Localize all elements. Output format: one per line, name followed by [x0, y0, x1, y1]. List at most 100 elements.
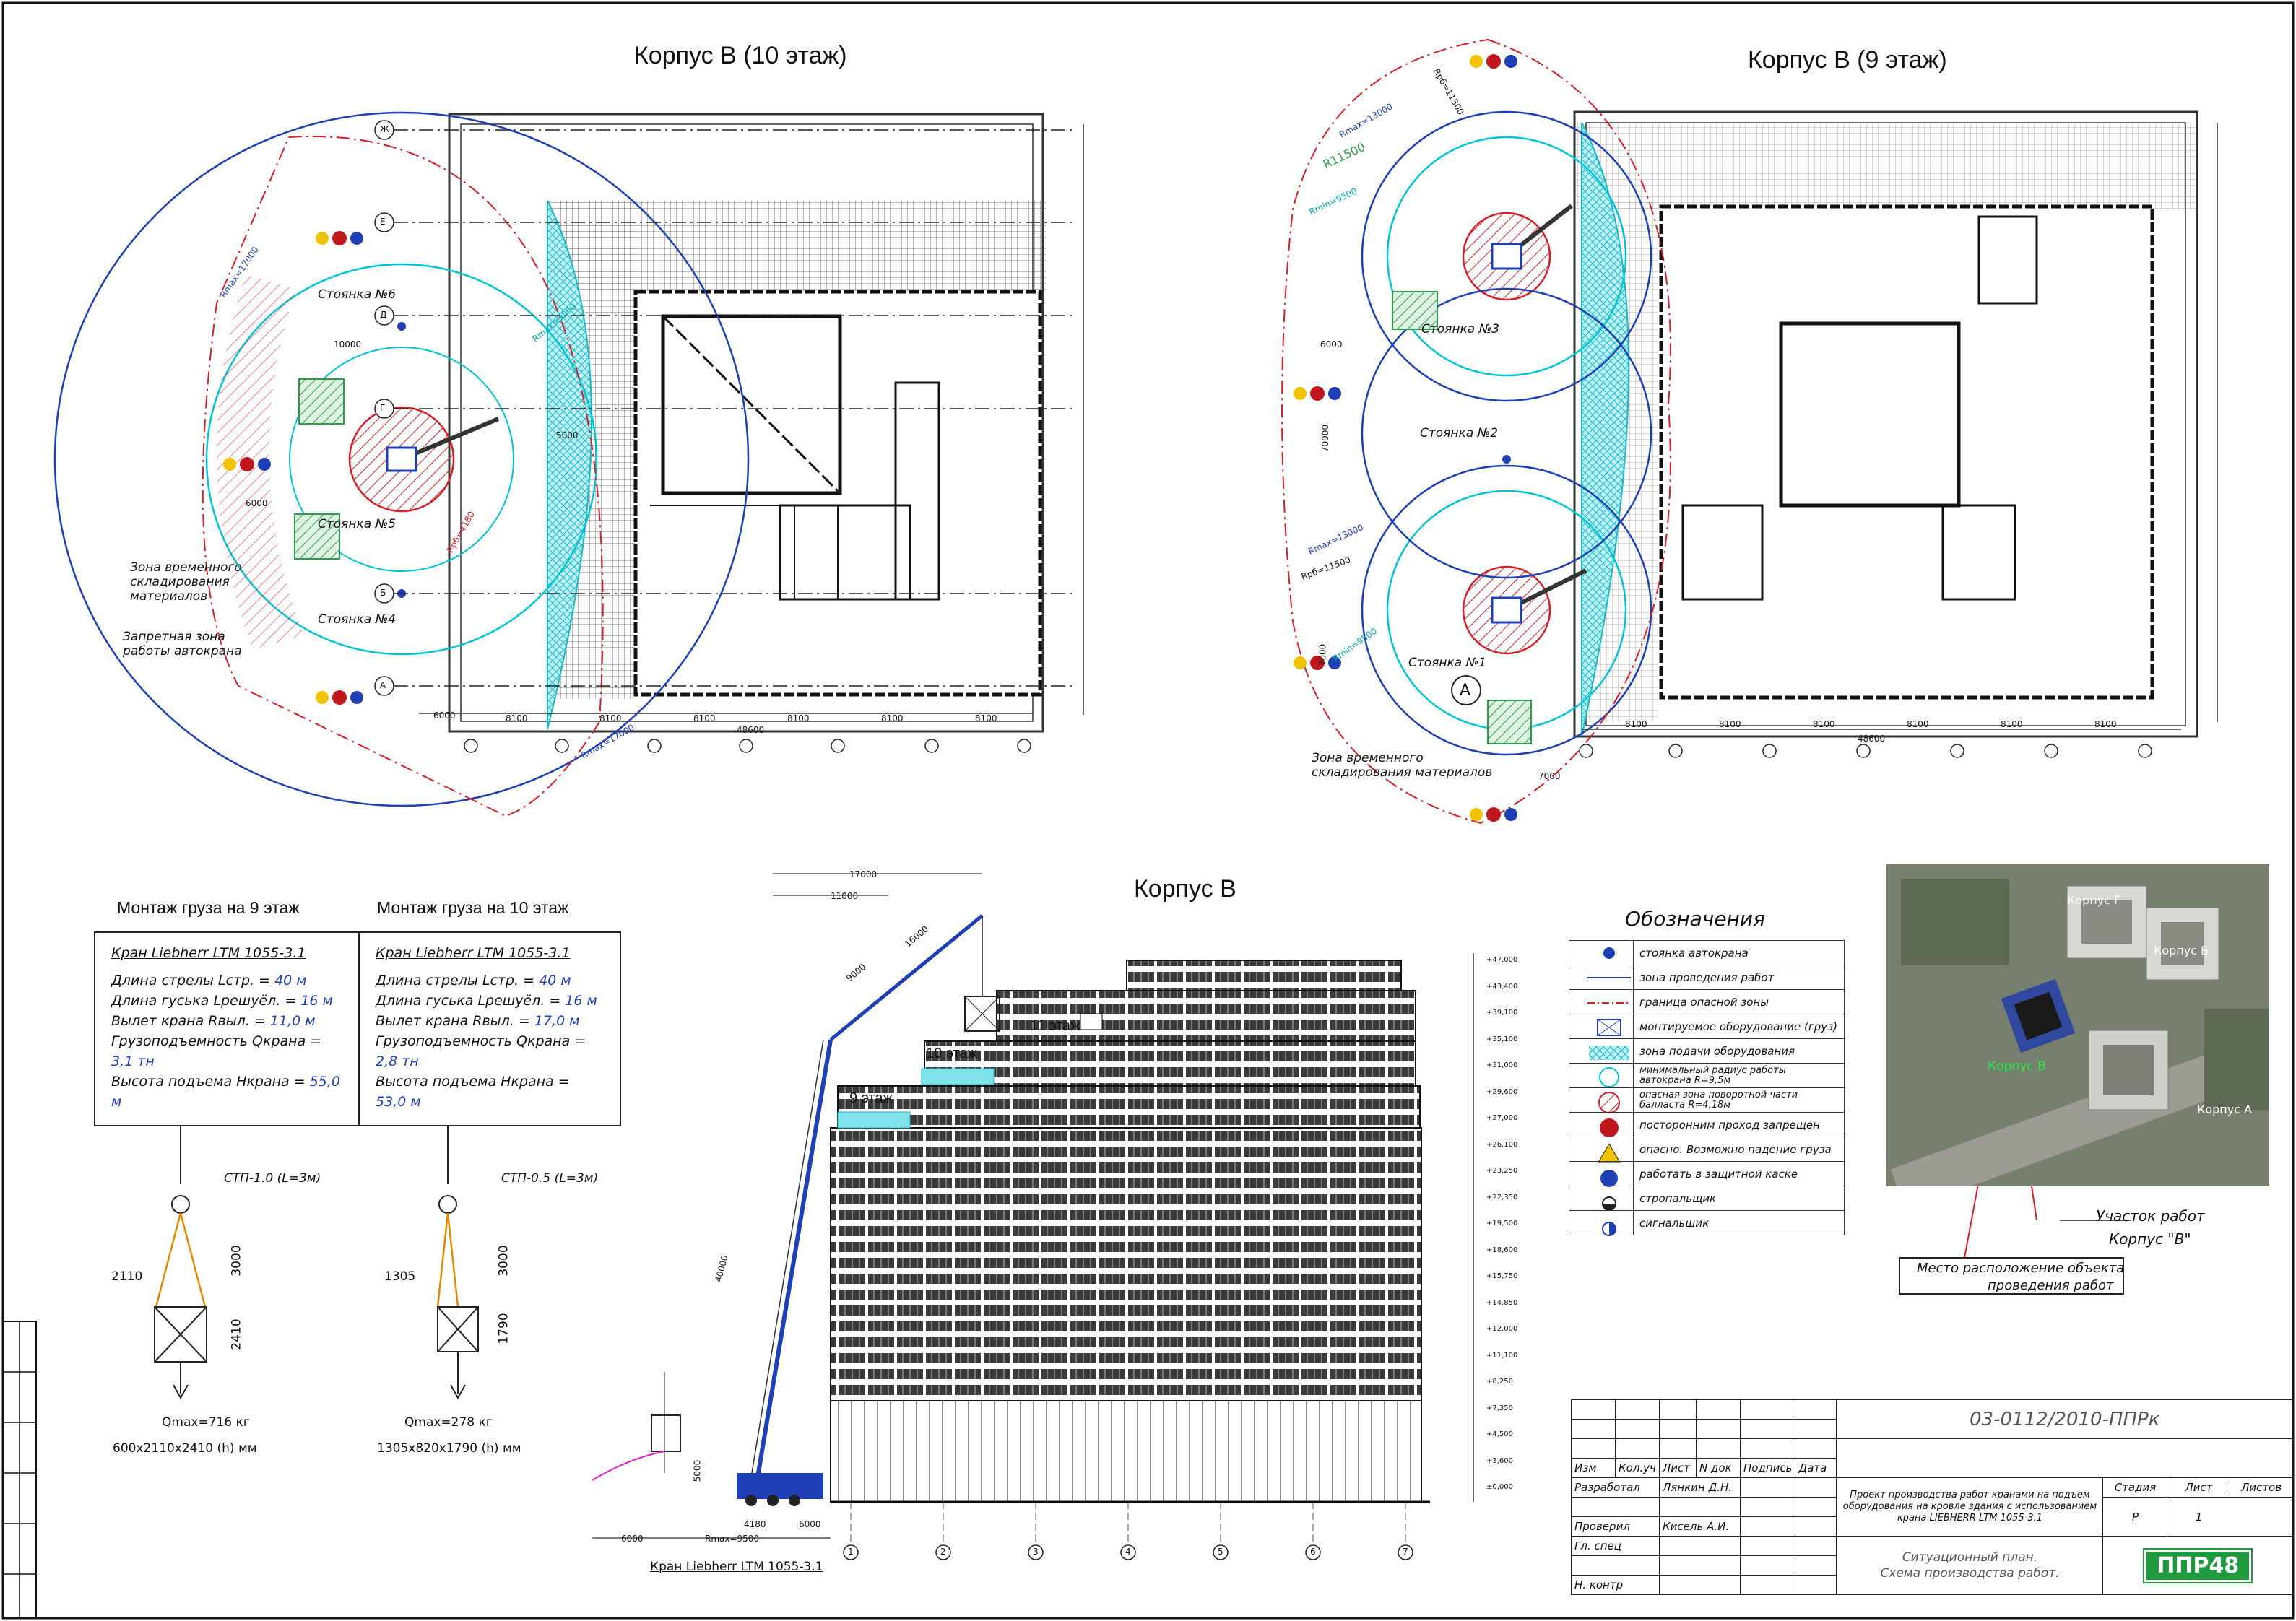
level-mark: +27,000: [1486, 1114, 1518, 1122]
load-dimension: 1790: [496, 1313, 511, 1344]
dimension: 8100: [599, 713, 622, 723]
photo-label: Корпус А: [2197, 1103, 2253, 1116]
dimension: 8100: [693, 713, 716, 723]
load-dimension: 2410: [229, 1318, 244, 1350]
spec-2-row-value: 16 м: [565, 993, 597, 1009]
legend-text: опасно. Возможно падение груза: [1633, 1137, 1845, 1162]
level-mark: +18,600: [1486, 1246, 1518, 1254]
legend-text: зона проведения работ: [1633, 965, 1845, 990]
aerial-photo-drawing: [1886, 864, 2269, 1186]
axis-number: 2: [940, 1547, 946, 1557]
cargo-box-icon: [1569, 1014, 1634, 1039]
sheet-title-line: Ситуационный план.: [1902, 1550, 2038, 1565]
sheet-value: 1: [2195, 1510, 2203, 1524]
dimension: 70000: [1320, 424, 1331, 453]
spec-1-row-label: Длина гуська Lрешуёл. =: [111, 993, 301, 1009]
axis-label: Б: [380, 588, 386, 598]
spec-1-title: Монтаж груза на 9 этаж: [117, 898, 300, 917]
crane-stop-icon: [1569, 940, 1634, 965]
level-mark: +19,500: [1486, 1220, 1518, 1227]
load-size-label: 600x2110x2410 (h) мм: [113, 1441, 257, 1456]
col-header: Лист: [1659, 1458, 1697, 1478]
dimension: 8100: [2094, 719, 2117, 729]
load-size-label: 1305x820x1790 (h) мм: [377, 1441, 521, 1456]
floor-label: 11 этаж: [1030, 1018, 1080, 1034]
col-header: Дата: [1795, 1458, 1837, 1478]
level-mark: +22,350: [1486, 1193, 1518, 1201]
dimension: 8100: [1719, 719, 1741, 729]
dimension: 8100: [506, 713, 528, 723]
plan-right: [1281, 38, 2218, 825]
legend-text: опасная зона поворотной части балласта R…: [1633, 1087, 1845, 1113]
spec-1-row-value: 11,0 м: [269, 1013, 316, 1029]
spec-1-row-label: Грузоподъемность Qкрана =: [111, 1033, 322, 1049]
location-label-2: проведения работ: [1988, 1278, 2114, 1293]
dimension: 48600: [737, 725, 765, 735]
stop-label: Стоянка №5: [318, 517, 397, 531]
col-header: Кол.уч: [1615, 1458, 1660, 1478]
dimension: 8100: [1907, 719, 1929, 729]
spec-1-row-value: 55,0 м: [111, 1074, 341, 1110]
elevation-dimension: 4180: [744, 1519, 766, 1529]
dimension: 8100: [1625, 719, 1647, 729]
project-description: Проект производства работ кранами на под…: [1836, 1477, 2104, 1537]
person-name: Лянкин Д.Н.: [1659, 1477, 1741, 1498]
role-label: Разработал: [1571, 1477, 1660, 1498]
signaller-icon: [1569, 1210, 1634, 1235]
spec-2-row-label: Грузоподъемность Qкрана =: [376, 1033, 586, 1049]
level-marks: +47,000 +43,400 +39,100 +35,100 +31,000 …: [1486, 947, 1544, 1501]
axis-number: 7: [1403, 1547, 1408, 1557]
spec-1-crane: Кран Liebherr LTM 1055-3.1: [111, 945, 306, 961]
dimension: 7000: [1538, 771, 1561, 781]
dimension: 5000: [556, 430, 579, 440]
sheets-header: Листов: [2241, 1481, 2282, 1494]
sling-label: СТП-1.0 (L=3м): [224, 1171, 321, 1186]
dimension: 8100: [881, 713, 904, 723]
plan-right-title: Корпус В (9 этаж): [1748, 46, 1947, 74]
level-mark: +15,750: [1486, 1272, 1518, 1280]
legend-text: минимальный радиус работы автокрана R=9,…: [1633, 1063, 1845, 1088]
elevation-title: Корпус В: [1134, 875, 1236, 903]
level-mark: +35,100: [1486, 1035, 1518, 1043]
stop-label: Стоянка №1: [1408, 656, 1487, 670]
spec-2-row-label: Вылет крана Rвыл. =: [376, 1013, 534, 1029]
slinger-icon: [1569, 1186, 1634, 1211]
dimension: 10000: [334, 339, 362, 349]
helmet-icon: [1569, 1161, 1634, 1186]
sheet-title-line: Схема производства работ.: [1880, 1566, 2060, 1581]
level-mark: +31,000: [1486, 1061, 1518, 1069]
legend-text: работать в защитной каске: [1633, 1161, 1845, 1186]
role-label: Проверил: [1571, 1516, 1660, 1537]
axis-mark: А: [1460, 682, 1471, 700]
ballast-zone-icon: [1569, 1087, 1634, 1113]
spec-2-row-value: 53,0 м: [376, 1094, 421, 1110]
site-photo: Корпус Г Корпус Б Корпус А Корпус В: [1886, 864, 2269, 1186]
level-mark: +11,100: [1486, 1351, 1518, 1360]
level-mark: +43,400: [1486, 982, 1518, 991]
danger-border-line-icon: [1569, 989, 1634, 1014]
warning-icon: [1569, 1137, 1634, 1162]
level-mark: +12,000: [1486, 1325, 1518, 1333]
floor-label: 9 этаж: [849, 1090, 893, 1106]
level-mark: +29,600: [1486, 1087, 1518, 1096]
min-radius-icon: [1569, 1063, 1634, 1088]
legend-text: стропальщик: [1633, 1186, 1845, 1211]
spec-2-row-label: Длина стрелы Lстр. =: [376, 973, 540, 988]
qmax-label: Qmax=716 кг: [162, 1415, 250, 1430]
stage-value: Р: [2102, 1497, 2168, 1537]
spec-2-box: Кран Liebherr LTM 1055-3.1 Длина стрелы …: [358, 931, 621, 1126]
level-mark: +26,100: [1486, 1140, 1518, 1149]
storage-zone-label: Зона временного складирования материалов: [130, 560, 242, 604]
title-block: 03-0112/2010-ППРк Изм Кол.уч Лист N док …: [1571, 1399, 2293, 1595]
elevation-dimension: Rmax=9500: [705, 1534, 760, 1544]
sling-diagram-1: [154, 1112, 207, 1400]
spec-2-row-label: Высота подъема Hкрана =: [376, 1074, 570, 1090]
legend-text: монтируемое оборудование (груз): [1633, 1014, 1845, 1039]
legend-text: зона подачи оборудования: [1633, 1038, 1845, 1064]
dimension: 6000: [1320, 339, 1343, 349]
work-zone-line-icon: [1569, 965, 1634, 990]
spec-2-row-value: 40 м: [539, 973, 571, 988]
stop-label: Стоянка №6: [318, 287, 397, 302]
level-mark: +39,100: [1486, 1009, 1518, 1017]
spec-1-row-value: 3,1 тн: [111, 1053, 155, 1069]
